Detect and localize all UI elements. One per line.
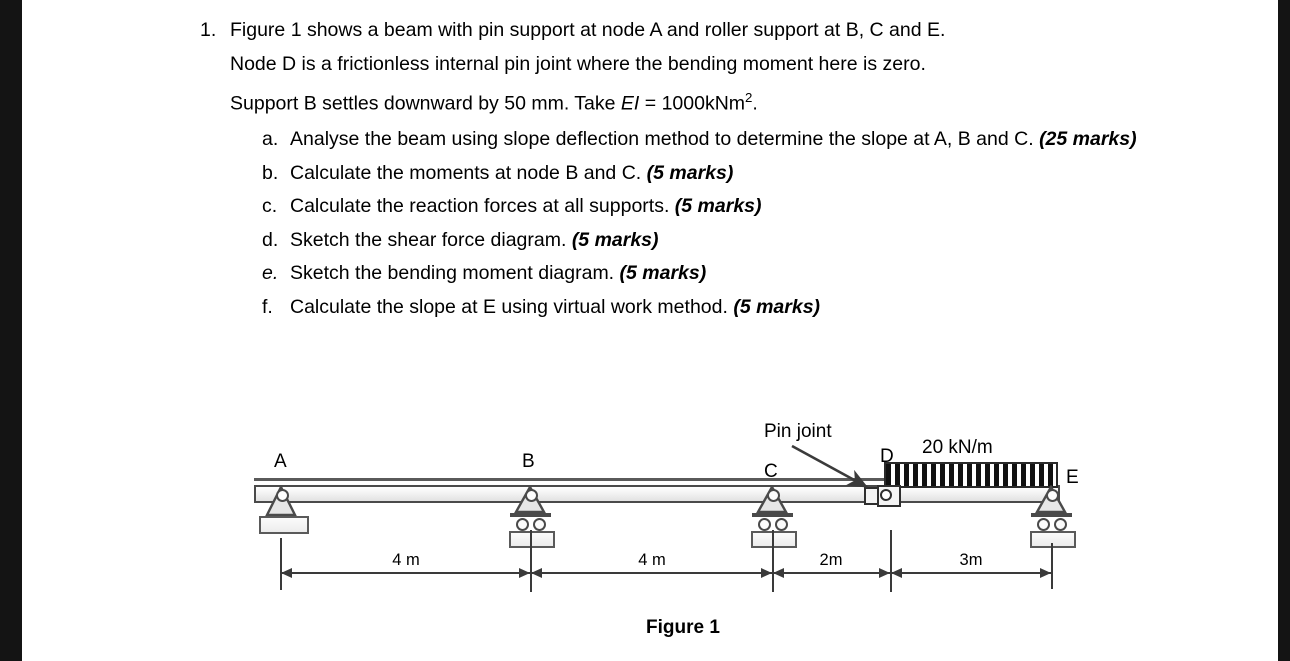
- node-label-a: A: [274, 451, 287, 472]
- subquestion-d-text: Sketch the shear force diagram. (5 marks…: [290, 224, 1160, 258]
- support-b-roller-icon-2: [533, 518, 546, 531]
- dim-arrow-de-left: [891, 568, 902, 578]
- dim-line-cd: [773, 572, 890, 574]
- subquestion-e-label: e.: [262, 262, 279, 284]
- support-c-pin-hole-icon: [767, 489, 780, 502]
- subquestion-b-label: b.: [262, 161, 279, 184]
- pin-joint-circle-icon: [880, 489, 892, 501]
- beam-top-flange-left: [254, 478, 878, 481]
- support-c-roller-icon-1: [758, 518, 771, 531]
- question-line-2: Node D is a frictionless internal pin jo…: [230, 52, 926, 75]
- subquestion-c-text: Calculate the reaction forces at all sup…: [290, 190, 1160, 224]
- support-b-pin-hole-icon: [525, 489, 538, 502]
- subquestion-b-body: Calculate the moments at node B and C.: [290, 161, 642, 184]
- right-black-bar: [1278, 0, 1290, 661]
- dim-ext-a: [280, 538, 282, 590]
- figure-caption: Figure 1: [646, 617, 720, 638]
- line3-EI-italic: EI: [620, 92, 640, 115]
- node-label-b: B: [522, 451, 535, 472]
- support-e-bearing-plate: [1031, 513, 1072, 517]
- dim-arrow-de-right: [1040, 568, 1051, 578]
- node-label-d: D: [880, 446, 894, 467]
- support-e-base-plate: [1030, 531, 1076, 548]
- subquestion-a-label: a.: [262, 128, 279, 150]
- load-label: 20 kN/m: [922, 437, 993, 458]
- subquestion-f-body: Calculate the slope at E using virtual w…: [290, 295, 728, 318]
- dim-label-de: 3m: [959, 551, 983, 569]
- pin-joint-annotation: Pin joint: [764, 421, 832, 442]
- subquestion-e-marks: (5 marks): [619, 262, 707, 284]
- subquestion-a: a. Analyse the beam using slope deflecti…: [262, 123, 1160, 157]
- dim-ext-c: [772, 530, 774, 592]
- question-block: 1. Figure 1 shows a beam with pin suppor…: [200, 14, 1160, 324]
- dim-arrow-bc-right: [761, 568, 772, 578]
- document-page: 1. Figure 1 shows a beam with pin suppor…: [22, 0, 1278, 661]
- question-main: 1. Figure 1 shows a beam with pin suppor…: [200, 14, 1160, 121]
- dim-arrow-cd-left: [773, 568, 784, 578]
- subquestion-list: a. Analyse the beam using slope deflecti…: [262, 123, 1160, 324]
- dim-ext-b: [530, 530, 532, 592]
- support-b-bearing-plate: [510, 513, 551, 517]
- support-b-base-plate: [509, 531, 555, 548]
- dim-line-de: [891, 572, 1051, 574]
- question-body: Figure 1 shows a beam with pin support a…: [230, 14, 1160, 121]
- subquestion-c-label: c.: [262, 195, 278, 217]
- subquestion-e: e. Sketch the bending moment diagram. (5…: [262, 257, 1160, 291]
- subquestion-e-body: Sketch the bending moment diagram.: [290, 262, 615, 284]
- node-label-c: C: [764, 461, 778, 482]
- support-e-roller-icon-1: [1037, 518, 1050, 531]
- subquestion-c-body: Calculate the reaction forces at all sup…: [290, 195, 670, 217]
- node-label-e: E: [1066, 467, 1079, 488]
- line3-superscript: 2: [745, 90, 753, 105]
- dim-arrow-ab-right: [519, 568, 530, 578]
- beam-diagram: 20 kN/m Pin joint A B C D E: [22, 400, 1278, 661]
- subquestion-a-text: Analyse the beam using slope deflection …: [290, 123, 1160, 157]
- subquestion-a-marks: (25 marks): [1039, 128, 1137, 150]
- dim-arrow-ab-left: [281, 568, 292, 578]
- dim-ext-d: [890, 530, 892, 592]
- dim-line-ab: [281, 572, 530, 574]
- support-c-roller-icon-2: [775, 518, 788, 531]
- dim-ext-e: [1051, 543, 1053, 589]
- subquestion-d-body: Sketch the shear force diagram.: [290, 228, 567, 251]
- subquestion-f: f. Calculate the slope at E using virtua…: [262, 291, 1160, 325]
- support-e-pin-hole-icon: [1046, 489, 1059, 502]
- support-b-roller-icon-1: [516, 518, 529, 531]
- line3-prefix: Support B settles downward by 50 mm. Tak…: [230, 92, 621, 115]
- dim-arrow-bc-left: [531, 568, 542, 578]
- left-black-bar: [0, 0, 22, 661]
- dim-line-bc: [531, 572, 772, 574]
- question-line-1: Figure 1 shows a beam with pin support a…: [230, 19, 946, 41]
- subquestion-b-marks: (5 marks): [646, 161, 734, 184]
- dim-arrow-cd-right: [879, 568, 890, 578]
- subquestion-f-marks: (5 marks): [733, 295, 821, 318]
- line3-mid: = 1000kNm: [639, 92, 746, 115]
- support-e-roller-icon-2: [1054, 518, 1067, 531]
- subquestion-d: d. Sketch the shear force diagram. (5 ma…: [262, 224, 1160, 258]
- dim-label-bc: 4 m: [638, 551, 666, 569]
- subquestion-c-marks: (5 marks): [674, 195, 762, 217]
- pin-joint-arrow-icon: [791, 444, 869, 489]
- support-a-pin-hole-icon: [276, 489, 289, 502]
- subquestion-b: b. Calculate the moments at node B and C…: [262, 157, 1160, 191]
- dim-label-cd: 2m: [819, 551, 843, 569]
- support-c-base-plate: [751, 531, 797, 548]
- subquestion-b-text: Calculate the moments at node B and C. (…: [290, 157, 1160, 191]
- support-a-base-plate: [259, 516, 309, 534]
- subquestion-e-text: Sketch the bending moment diagram. (5 ma…: [290, 257, 1160, 291]
- beam-segment-ad: [254, 485, 876, 503]
- subquestion-f-label: f.: [262, 295, 273, 318]
- dim-label-ab: 4 m: [392, 551, 420, 569]
- question-line-3: Support B settles downward by 50 mm. Tak…: [230, 81, 1160, 121]
- subquestion-f-text: Calculate the slope at E using virtual w…: [290, 291, 1160, 325]
- subquestion-d-marks: (5 marks): [571, 228, 659, 251]
- subquestion-d-label: d.: [262, 228, 279, 251]
- subquestion-c: c. Calculate the reaction forces at all …: [262, 190, 1160, 224]
- distributed-load-hatch: [884, 462, 1058, 488]
- support-c-bearing-plate: [752, 513, 793, 517]
- subquestion-a-body: Analyse the beam using slope deflection …: [290, 128, 1034, 150]
- line3-suffix: .: [752, 92, 758, 115]
- question-number: 1.: [200, 19, 217, 41]
